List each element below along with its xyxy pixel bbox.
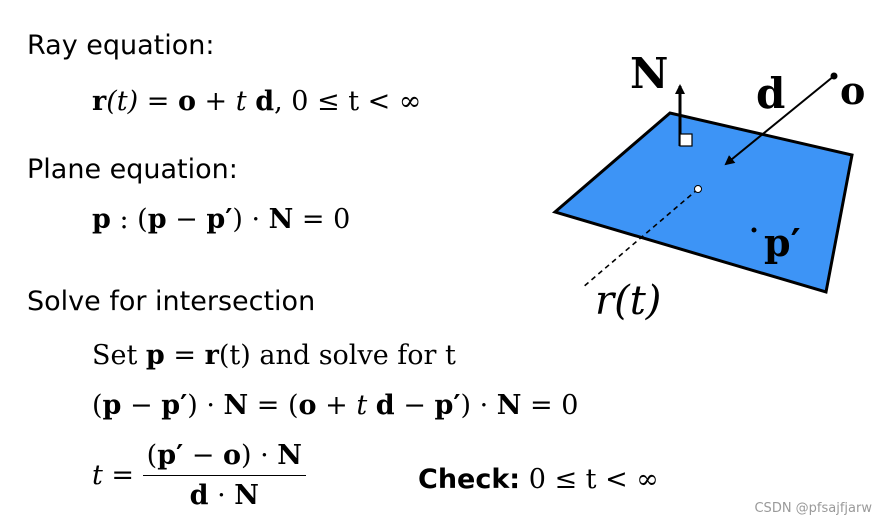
plane-equation: p : (p − p′) · N = 0 (92, 204, 350, 235)
diagram-label-rt: r(t) (595, 278, 661, 324)
num-o: o (222, 440, 241, 471)
exp-N2: N (496, 390, 522, 421)
exp-p: p (102, 390, 122, 421)
exp-N1: N (223, 390, 249, 421)
exp-open: ( (92, 390, 103, 421)
check-label: Check: (418, 464, 521, 495)
set-r: r (204, 340, 219, 371)
plane-N: N (268, 204, 294, 235)
set-p: p (145, 340, 165, 371)
plane-minus: − (166, 204, 207, 235)
set-text2: (t) and solve for t (218, 340, 456, 371)
plane-dot: ) · (232, 204, 269, 235)
exp-plus-t: + t (316, 390, 376, 421)
exp-d: d (375, 390, 395, 421)
plane-p: p (92, 204, 111, 235)
plane-shape (551, 111, 854, 294)
exp-pprime: p′ (161, 390, 188, 421)
num-minus: − (183, 440, 223, 471)
set-equation: Set p = r(t) and solve for t (92, 340, 456, 371)
ray-d: d (255, 86, 275, 117)
exp-eq: = ( (248, 390, 299, 421)
ray-plus-t: + t (195, 86, 256, 117)
den-N: N (234, 480, 259, 511)
num-close: ) · (241, 440, 278, 471)
ray-direction-arrow (724, 75, 835, 166)
ray-equation-heading: Ray equation: (27, 30, 215, 61)
check-expr: 0 ≤ t < ∞ (520, 464, 659, 495)
num-N: N (277, 440, 302, 471)
watermark: CSDN @pfsajfjarw (754, 501, 872, 516)
exp-dot2: ) · (460, 390, 497, 421)
ray-plane-diagram: N d o p′ r(t) (551, 49, 865, 324)
plane-p2: p (147, 204, 167, 235)
diagram-label-d: d (756, 69, 785, 118)
check-statement: Check: 0 ≤ t < ∞ (418, 464, 659, 495)
solve-heading: Solve for intersection (27, 286, 316, 317)
ray-arg: (t) = (106, 86, 178, 117)
den-d: d (189, 480, 209, 511)
pprime-point (751, 227, 757, 233)
t-lhs: t = (92, 460, 143, 491)
den-dot: · (208, 480, 235, 511)
exp-minus2: − (394, 390, 435, 421)
num-open: ( (146, 440, 158, 471)
diagram-label-o: o (840, 68, 865, 113)
plane-pprime: p′ (206, 204, 233, 235)
set-eq: = (164, 340, 205, 371)
exp-dot1: ) · (187, 390, 224, 421)
ray-equation: r(t) = o + t d, 0 ≤ t < ∞ (92, 86, 421, 117)
ray-o: o (177, 86, 196, 117)
exp-minus: − (121, 390, 162, 421)
ray-r: r (92, 86, 107, 117)
right-angle-marker (679, 133, 693, 147)
exp-o: o (298, 390, 317, 421)
plane-colon: : ( (110, 204, 148, 235)
origin-point (830, 72, 838, 80)
expanded-equation: (p − p′) · N = (o + t d − p′) · N = 0 (92, 390, 578, 421)
diagram-label-N: N (630, 49, 668, 98)
num-pprime: p′ (157, 440, 184, 471)
set-text: Set (92, 340, 146, 371)
t-numerator: (p′ − o) · N (142, 440, 306, 476)
ray-range: , 0 ≤ t < ∞ (274, 86, 422, 117)
intersection-point (694, 185, 702, 193)
exp-pprime2: p′ (434, 390, 461, 421)
exp-end: = 0 (521, 390, 579, 421)
t-denominator: d · N (143, 476, 306, 511)
plane-equation-heading: Plane equation: (27, 154, 238, 185)
plane-eq: = 0 (293, 204, 351, 235)
ray-dashed-line (581, 188, 699, 289)
diagram-label-pprime: p′ (764, 220, 801, 265)
